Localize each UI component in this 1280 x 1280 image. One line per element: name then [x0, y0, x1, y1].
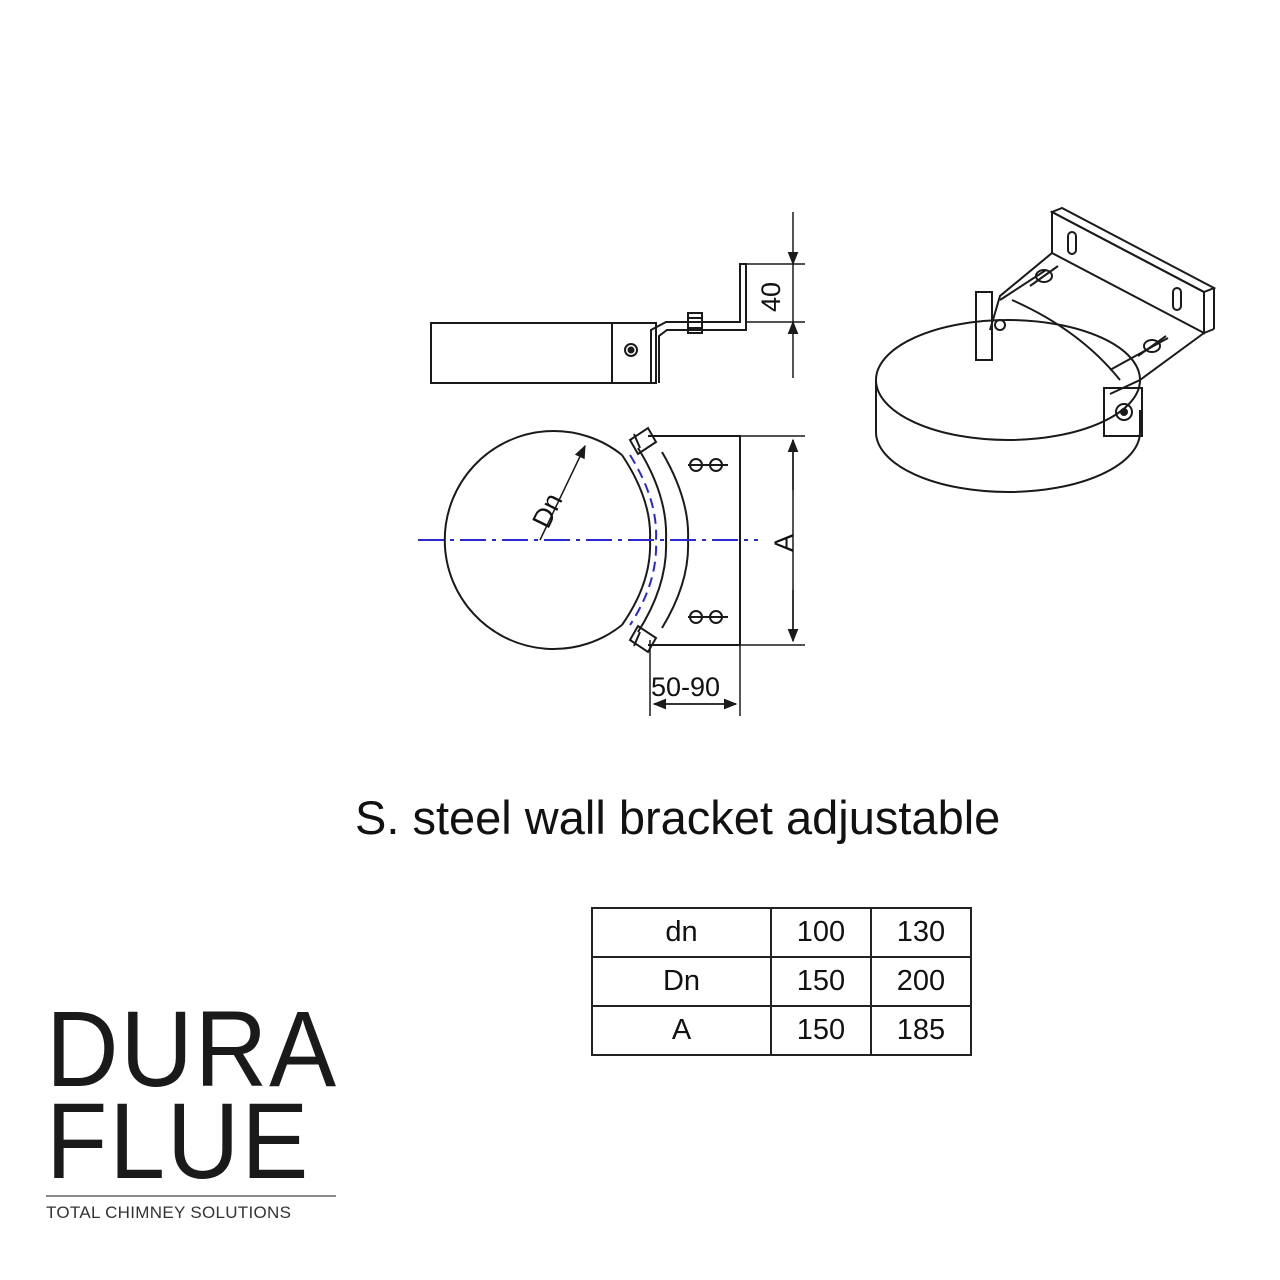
logo-divider: [46, 1195, 336, 1197]
plan-view-lug-top: [628, 426, 658, 456]
spec-table: dn 100 130 Dn 150 200 A 150 185: [591, 907, 972, 1056]
table-cell: dn: [591, 907, 772, 958]
dimension-a-label: A: [769, 534, 799, 552]
dimension-a: [740, 435, 805, 646]
dimension-40: [746, 212, 805, 378]
table-cell: 150: [770, 956, 872, 1007]
dimension-offset: [649, 640, 741, 716]
iso-lug-left: [975, 291, 993, 361]
dimension-40-label: 40: [756, 282, 786, 312]
product-caption: S. steel wall bracket adjustable: [355, 791, 1001, 844]
table-cell: 100: [770, 907, 872, 958]
table-cell: Dn: [591, 956, 772, 1007]
dimension-offset-label: 50-90: [651, 672, 720, 702]
side-view-strap: [650, 263, 747, 383]
side-view-bolt: [624, 343, 638, 357]
table-row: Dn 150 200: [591, 956, 972, 1007]
plan-view-lug-bottom: [628, 624, 658, 654]
plan-view-flue: [443, 430, 623, 650]
logo-tagline: TOTAL CHIMNEY SOLUTIONS: [46, 1203, 292, 1222]
dimension-dn-leader: [539, 444, 586, 541]
iso-bolt-lower: [1137, 335, 1167, 357]
plan-view-slot-top: [688, 458, 728, 472]
plan-view-arm: [648, 435, 741, 646]
side-view: [430, 263, 747, 384]
plan-view-slot-bottom: [688, 610, 728, 624]
table-cell: 185: [870, 1005, 972, 1056]
table-cell: 130: [870, 907, 972, 958]
iso-lug-right: [1103, 387, 1143, 437]
duraflue-logo: DURA FLUE TOTAL CHIMNEY SOLUTIONS: [46, 988, 346, 1223]
table-cell: 200: [870, 956, 972, 1007]
iso-band-top: [875, 319, 1141, 441]
side-view-strap-bolt: [687, 312, 703, 334]
table-cell: A: [591, 1005, 772, 1056]
logo-line-1: DURA: [46, 988, 339, 1109]
iso-band-body: [875, 380, 1141, 493]
plan-view: [443, 426, 741, 654]
center-line-arc: [629, 454, 658, 626]
side-view-band: [430, 322, 657, 384]
iso-wall-plate: [1051, 210, 1205, 335]
table-row: dn 100 130: [591, 907, 972, 958]
logo-line-2: FLUE: [46, 1080, 311, 1201]
iso-arm-upper: [989, 252, 1053, 331]
table-cell: 150: [770, 1005, 872, 1056]
isometric-view: [875, 206, 1217, 493]
iso-bolt-upper: [1029, 265, 1059, 287]
table-row: A 150 185: [591, 1005, 972, 1056]
